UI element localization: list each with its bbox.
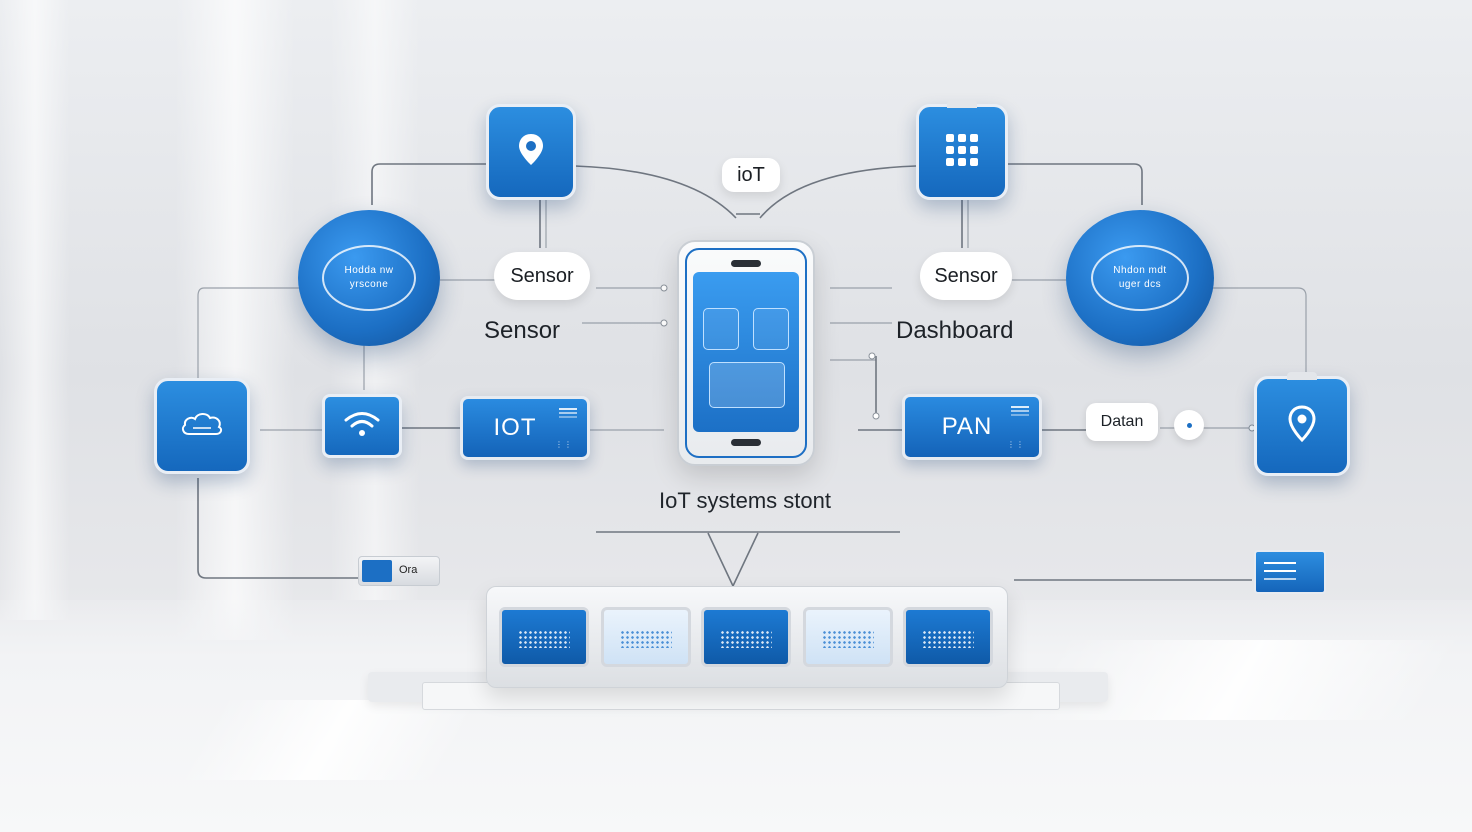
sensor-disc-right[interactable]: Nhdon mdt uger dcs <box>1066 210 1214 346</box>
sensor-disc-left[interactable]: Hodda nw yrscone <box>298 210 440 346</box>
hub-slot[interactable] <box>803 607 893 667</box>
sensor-label: Sensor <box>484 317 561 344</box>
location-pin-icon <box>516 132 546 173</box>
screen-card <box>703 308 739 350</box>
screen-card <box>753 308 789 350</box>
connector <box>574 165 737 219</box>
disc-ring: Hodda nw yrscone <box>321 244 417 312</box>
tile-cap <box>1287 372 1317 380</box>
connector <box>707 532 759 588</box>
phone-frame <box>685 248 807 458</box>
disc-ring: Nhdon mdt uger dcs <box>1090 244 1190 312</box>
dashboard-label: Dashboard <box>896 317 1014 344</box>
slot-grid <box>518 630 570 648</box>
device-lines <box>1264 562 1296 564</box>
connector-node <box>660 319 668 327</box>
device-label: Ora <box>399 564 418 576</box>
diagram-title: IoT systems stont <box>659 488 831 513</box>
background-light-beam <box>0 0 70 620</box>
connector-node <box>872 412 880 420</box>
connector <box>197 478 360 579</box>
connector <box>371 163 488 205</box>
disc-text-line: Nhdon mdt <box>1113 264 1167 276</box>
iot-plate[interactable]: IOT ⋮⋮ <box>460 396 590 460</box>
iot-plate-label: IOT <box>493 414 537 441</box>
phone-home-button <box>731 439 761 446</box>
right-small-device[interactable] <box>1254 550 1326 594</box>
location-tile-right[interactable] <box>1254 372 1350 476</box>
connector-node <box>868 352 876 360</box>
connector <box>1006 163 1143 205</box>
iot-top-bubble: ioT <box>722 158 780 192</box>
location-tile-top-left[interactable] <box>486 104 576 200</box>
slot-grid <box>620 630 672 648</box>
pan-plate-label: PAN <box>941 413 993 440</box>
hub-slot[interactable] <box>903 607 993 667</box>
hub-base-station[interactable] <box>486 586 1008 688</box>
hub-slot[interactable] <box>701 607 791 667</box>
plate-dots: ⋮⋮ <box>1007 440 1025 449</box>
left-small-device[interactable]: Ora <box>358 556 440 586</box>
disc-text-line: uger dcs <box>1118 278 1162 290</box>
smartphone[interactable] <box>677 240 815 466</box>
screen-card <box>709 362 785 408</box>
plate-stripes <box>1011 406 1029 408</box>
connector <box>1212 287 1307 380</box>
connector <box>759 165 917 219</box>
plate-dots: ⋮⋮ <box>555 440 573 449</box>
slot-grid <box>822 630 874 648</box>
connector-circle-dot <box>1187 423 1192 428</box>
background-light-beam <box>175 0 295 640</box>
phone-speaker <box>731 260 761 267</box>
device-screen <box>362 560 392 582</box>
grid-tile-top-right[interactable] <box>916 100 1008 200</box>
plate-stripes <box>559 408 577 410</box>
phone-screen <box>693 272 799 432</box>
cloud-tile[interactable] <box>154 378 250 474</box>
hub-slot[interactable] <box>499 607 589 667</box>
location-pin-icon <box>1286 404 1318 449</box>
grid-dots-icon <box>944 132 980 173</box>
pan-plate[interactable]: PAN ⋮⋮ <box>902 394 1042 460</box>
sensor-bubble-left: Sensor <box>494 252 590 300</box>
slot-grid <box>720 630 772 648</box>
cloud-icon <box>179 410 225 443</box>
connector-node <box>660 284 668 292</box>
disc-text-line: Hodda nw <box>344 264 394 276</box>
sensor-bubble-right: Sensor <box>920 252 1012 300</box>
disc-text-line: yrscone <box>349 278 389 290</box>
wifi-tile[interactable] <box>322 394 402 458</box>
slot-grid <box>922 630 974 648</box>
connector <box>197 287 300 380</box>
hub-slot[interactable] <box>601 607 691 667</box>
tile-cap <box>947 100 977 108</box>
wifi-icon <box>342 409 382 444</box>
connector-circle <box>1174 410 1204 440</box>
datan-pill: Datan <box>1086 403 1158 441</box>
